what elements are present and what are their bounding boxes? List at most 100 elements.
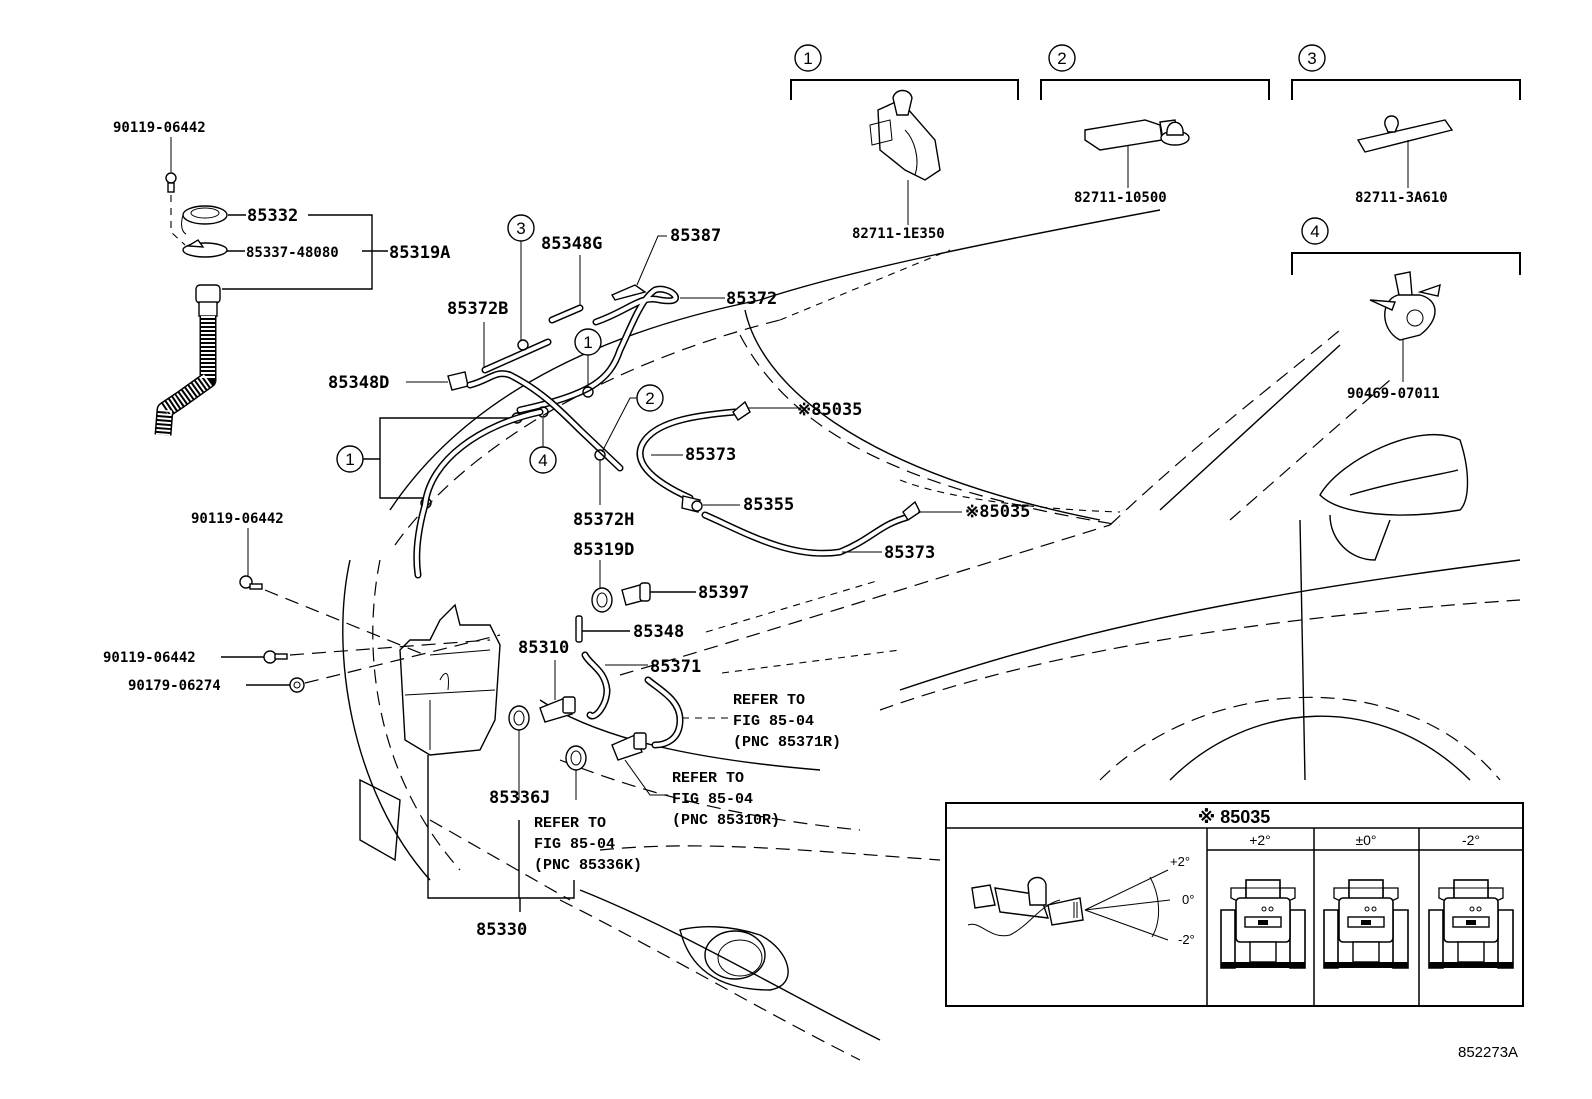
ref-line: (PNC 85371R) bbox=[733, 734, 841, 751]
label-85372: 85372 bbox=[726, 289, 777, 309]
ref-line: FIG 85-04 bbox=[733, 713, 814, 730]
callout-number: 4 bbox=[538, 451, 547, 470]
ref-line: FIG 85-04 bbox=[534, 836, 615, 853]
hose-routing: 85348G 3 85372B 85387 85372 85348D 1 bbox=[328, 214, 777, 579]
reference-note-85336K: REFER TO FIG 85-04 (PNC 85336K) bbox=[534, 815, 642, 874]
label-85387: 85387 bbox=[670, 226, 721, 246]
clip-legend-2: 2 82711-10500 bbox=[1040, 44, 1270, 206]
hose-joint-85355-icon bbox=[681, 495, 703, 513]
callout-circle-2 bbox=[1048, 44, 1076, 72]
clip-90469-07011-icon bbox=[1369, 271, 1441, 341]
clip-82711-3A610-icon bbox=[1356, 115, 1454, 153]
callout-circle-3 bbox=[1298, 44, 1326, 72]
nut-icon bbox=[289, 677, 305, 693]
tank-fasteners: 90119-06442 90119-06442 90179-06274 bbox=[103, 511, 501, 694]
label-85397: 85397 bbox=[698, 583, 749, 603]
nozzle-hoses: ※85035 85373 85355 ※85035 85373 bbox=[636, 400, 1030, 563]
label-bolt-mid: 90119-06442 bbox=[191, 511, 284, 527]
nozzle-icon bbox=[732, 400, 751, 421]
label-85348D: 85348D bbox=[328, 373, 389, 393]
angle-label-down: -2° bbox=[1178, 932, 1195, 947]
label-85372H: 85372H bbox=[573, 510, 634, 530]
label-85035-a: ※85035 bbox=[797, 400, 862, 420]
reference-note-85371R: REFER TO FIG 85-04 (PNC 85371R) bbox=[733, 692, 841, 751]
label-85332: 85332 bbox=[247, 206, 298, 226]
nozzle-front-view-plus2-icon bbox=[1220, 879, 1306, 969]
callout-number: 1 bbox=[803, 49, 812, 68]
bolt-icon bbox=[165, 172, 177, 193]
label-85372B: 85372B bbox=[447, 299, 508, 319]
nozzle-side-view-icon bbox=[967, 876, 1084, 937]
column-header-minus2: -2° bbox=[1462, 832, 1480, 848]
label-nut-low: 90179-06274 bbox=[128, 678, 221, 694]
callout-number: 3 bbox=[516, 219, 525, 238]
ref-line: (PNC 85310R) bbox=[672, 812, 780, 829]
ref-line: REFER TO bbox=[672, 770, 744, 787]
ref-line: REFER TO bbox=[534, 815, 606, 832]
clip-legend-1: 1 82711-1E350 bbox=[790, 44, 1019, 242]
ref-line: REFER TO bbox=[733, 692, 805, 709]
label-85373-a: 85373 bbox=[685, 445, 736, 465]
washer-pump-rh-icon bbox=[611, 732, 647, 761]
label-bolt-top: 90119-06442 bbox=[113, 120, 206, 136]
part-label-82711-3A610: 82711-3A610 bbox=[1355, 190, 1448, 206]
label-85371: 85371 bbox=[650, 657, 701, 677]
grommet-85336J-icon bbox=[508, 705, 530, 731]
callout-circle-4 bbox=[1301, 217, 1329, 245]
label-85319A: 85319A bbox=[389, 243, 450, 263]
washer-pump-icon bbox=[539, 696, 576, 723]
label-85337-48080: 85337-48080 bbox=[246, 245, 339, 261]
part-label-82711-1E350: 82711-1E350 bbox=[852, 226, 945, 242]
callout-number: 3 bbox=[1307, 49, 1316, 68]
label-85310: 85310 bbox=[518, 638, 569, 658]
joint-85348-icon bbox=[575, 615, 583, 643]
pump-area: 85397 85348 85371 85310 bbox=[489, 560, 901, 808]
nozzle-front-view-zero-icon bbox=[1323, 879, 1409, 969]
part-label-82711-10500: 82711-10500 bbox=[1074, 190, 1167, 206]
label-85355: 85355 bbox=[743, 495, 794, 515]
label-85373-b: 85373 bbox=[884, 543, 935, 563]
figure-id: 852273A bbox=[1458, 1044, 1518, 1061]
label-85348: 85348 bbox=[633, 622, 684, 642]
clip-82711-1E350-icon bbox=[869, 89, 941, 181]
label-85319D: 85319D bbox=[573, 540, 634, 560]
nozzle-front-view-minus2-icon bbox=[1428, 879, 1514, 969]
check-valve-85397-icon bbox=[621, 582, 651, 606]
nozzle-adjust-table: ※ 85035 +2° ±0° -2° +2° 0° -2° bbox=[945, 802, 1524, 1007]
ref-line: (PNC 85336K) bbox=[534, 857, 642, 874]
angle-label-mid: 0° bbox=[1182, 892, 1194, 907]
part-label-90469-07011: 90469-07011 bbox=[1347, 386, 1440, 402]
reference-note-85310R: REFER TO FIG 85-04 (PNC 85310R) bbox=[672, 770, 780, 829]
callout-number: 1 bbox=[583, 333, 592, 352]
callout-circle-4 bbox=[529, 446, 557, 474]
clip-legend-4: 4 90469-07011 bbox=[1291, 217, 1521, 402]
column-header-plus2: +2° bbox=[1249, 832, 1271, 848]
grommet-85319D-icon bbox=[591, 587, 613, 613]
label-bolt-low: 90119-06442 bbox=[103, 650, 196, 666]
callout-circle-1 bbox=[794, 44, 822, 72]
nozzle-icon bbox=[902, 500, 921, 521]
label-85330: 85330 bbox=[476, 920, 527, 940]
callout-number: 2 bbox=[645, 389, 654, 408]
filler-neck-assembly: 90119-06442 85332 85337-48080 85319A bbox=[113, 120, 450, 436]
column-header-zero: ±0° bbox=[1355, 832, 1376, 848]
clip-legend-3: 3 82711-3A610 bbox=[1291, 44, 1521, 206]
filler-strap-icon bbox=[182, 239, 228, 258]
filler-cap-icon bbox=[181, 205, 228, 235]
filler-pipe-icon bbox=[154, 284, 221, 436]
grommet-rh-icon bbox=[565, 745, 587, 771]
callout-number: 1 bbox=[345, 450, 354, 469]
callout-number: 4 bbox=[1310, 222, 1319, 241]
bolt-icon bbox=[239, 575, 263, 590]
table-title: ※ 85035 bbox=[1198, 807, 1271, 827]
clip-82711-10500-icon bbox=[1084, 119, 1190, 151]
callout-number: 2 bbox=[1057, 49, 1066, 68]
label-85348G: 85348G bbox=[541, 234, 602, 254]
ref-line: FIG 85-04 bbox=[672, 791, 753, 808]
clip-legend: 1 82711-1E350 2 82711-10500 bbox=[790, 44, 1521, 402]
angle-label-up: +2° bbox=[1170, 854, 1190, 869]
washer-tank: 85330 bbox=[399, 603, 575, 940]
bolt-icon bbox=[263, 650, 288, 664]
label-85035-b: ※85035 bbox=[965, 502, 1030, 522]
